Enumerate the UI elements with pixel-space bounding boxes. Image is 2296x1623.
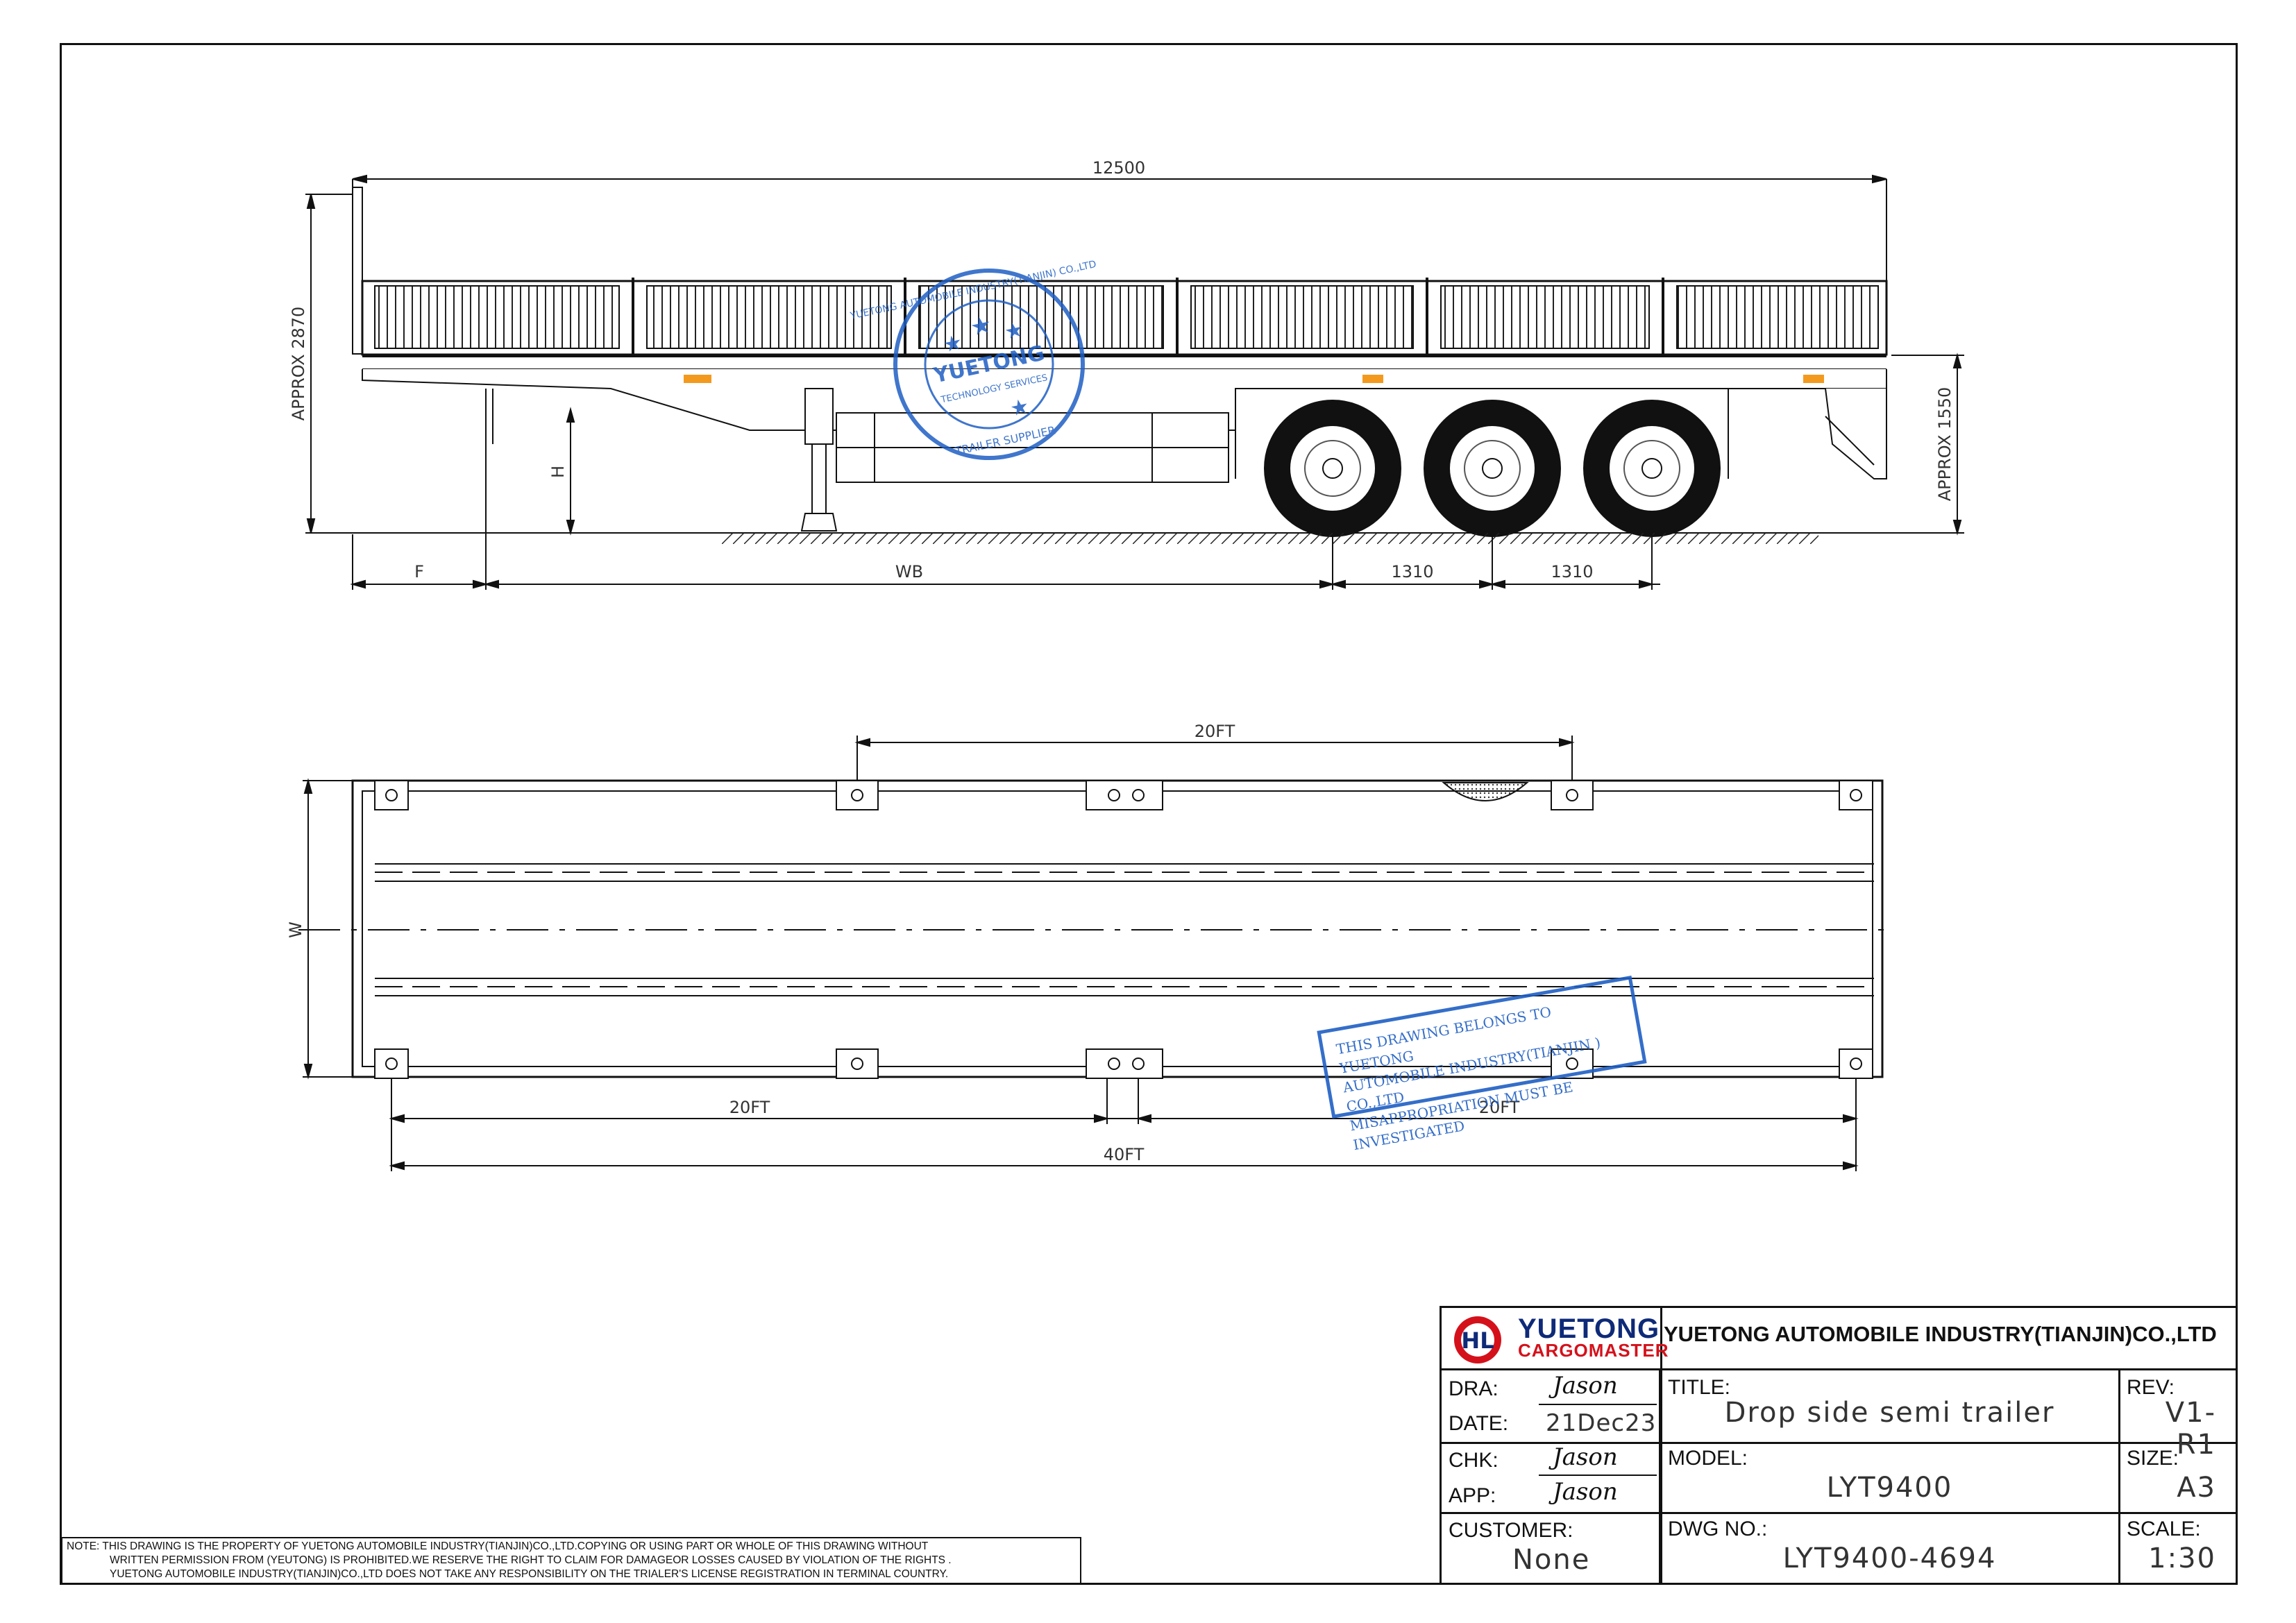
- app-signature: Jason: [1553, 1478, 1618, 1506]
- rev-value: V1-R1: [2165, 1397, 2216, 1461]
- top-view: [298, 736, 1888, 1171]
- front-overhang-label: F: [414, 562, 424, 581]
- side-view-labels: 12500 APPROX 2870 H APPROX 1550 F WB 131…: [289, 158, 1955, 581]
- scale-value: 1:30: [2148, 1543, 2216, 1574]
- company-name: YUETONG AUTOMOBILE INDUSTRY(TIANJIN)CO.,…: [1664, 1322, 2217, 1346]
- logo-text-top: YUETONG: [1518, 1314, 1660, 1344]
- twistlocks: [374, 780, 1873, 1079]
- chk-signature: Jason: [1553, 1443, 1618, 1471]
- svg-text:HL: HL: [1461, 1327, 1494, 1354]
- side-panels: [361, 278, 1888, 370]
- scale-label: SCALE:: [2127, 1518, 2201, 1540]
- top-view-labels: 20FT W 20FT 20FT 40FT: [286, 722, 1520, 1164]
- dwg-value: LYT9400-4694: [1782, 1543, 1997, 1574]
- top-span-label: 20FT: [1195, 722, 1235, 741]
- rev-label: REV:: [2127, 1376, 2175, 1399]
- drawing-frame: [60, 43, 2238, 1585]
- title-label: TITLE:: [1668, 1376, 1731, 1399]
- note-line-2: WRITTEN PERMISSION FROM (YEUTONG) IS PRO…: [110, 1554, 952, 1566]
- date-value: 21Dec23: [1546, 1409, 1657, 1437]
- note-line-1: NOTE: THIS DRAWING IS THE PROPERTY OF YU…: [67, 1540, 929, 1552]
- side-view: [305, 174, 1964, 590]
- note-line-3: YUETONG AUTOMOBILE INDUSTRY(TIANJIN)CO.,…: [110, 1568, 949, 1580]
- wheelbase-label: WB: [895, 562, 923, 581]
- title-block: HL YUETONG CARGOMASTER YUETONG AUTOMOBIL…: [1440, 1306, 2238, 1585]
- title-value: Drop side semi trailer: [1724, 1397, 2055, 1429]
- wheels: [1264, 400, 1721, 537]
- overall-span-label: 40FT: [1104, 1145, 1145, 1164]
- app-label: APP:: [1449, 1484, 1496, 1507]
- kingpin-height-label: H: [548, 466, 568, 478]
- model-value: LYT9400: [1826, 1472, 1953, 1504]
- overall-length-label: 12500: [1092, 158, 1145, 178]
- size-label: SIZE:: [2127, 1447, 2179, 1470]
- chk-label: CHK:: [1449, 1449, 1499, 1472]
- deck-height-label: APPROX 1550: [1935, 387, 1955, 502]
- customer-label: CUSTOMER:: [1449, 1519, 1573, 1542]
- axle-spacing-1-label: 1310: [1391, 562, 1433, 581]
- axle-spacing-2-label: 1310: [1551, 562, 1593, 581]
- dra-label: DRA:: [1449, 1377, 1499, 1400]
- customer-value: None: [1512, 1544, 1591, 1576]
- bottom-left-span-label: 20FT: [729, 1098, 770, 1117]
- right-column-divider: [2118, 1370, 2120, 1583]
- logo-cell: HL YUETONG CARGOMASTER: [1442, 1308, 1669, 1370]
- model-label: MODEL:: [1668, 1447, 1748, 1470]
- overall-height-label: APPROX 2870: [289, 307, 308, 421]
- dra-signature: Jason: [1553, 1372, 1618, 1400]
- logo-mark-icon: HL: [1454, 1316, 1501, 1363]
- date-label: DATE:: [1449, 1412, 1509, 1435]
- width-label: W: [286, 921, 305, 938]
- dwg-label: DWG NO.:: [1668, 1518, 1768, 1540]
- legal-note: NOTE: THIS DRAWING IS THE PROPERTY OF YU…: [61, 1537, 1081, 1584]
- bottom-right-span-label: 20FT: [1479, 1098, 1520, 1117]
- size-value: A3: [2177, 1472, 2216, 1504]
- logo-text-bottom: CARGOMASTER: [1518, 1340, 1669, 1361]
